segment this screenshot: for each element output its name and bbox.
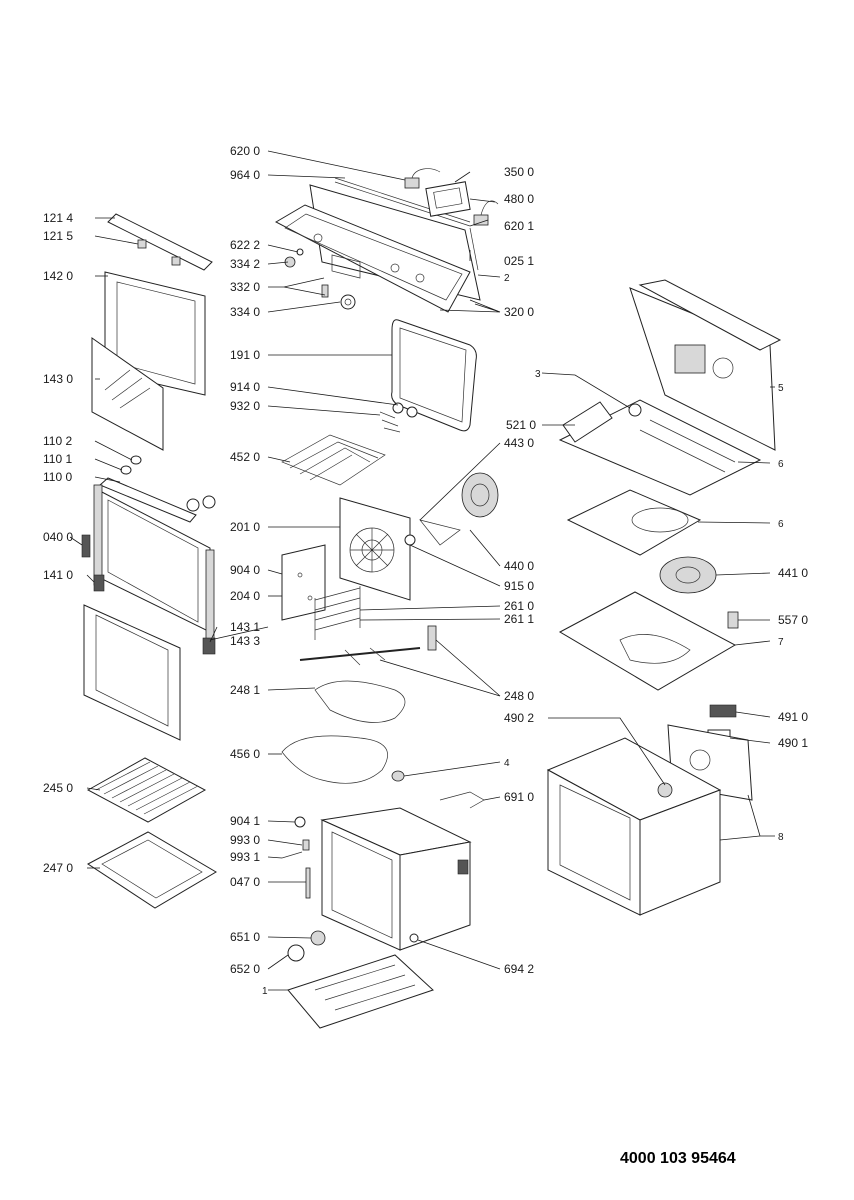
label-110-0: 110 0 <box>43 470 72 484</box>
label-620-0: 620 0 <box>230 144 260 158</box>
label-320-0: 320 0 <box>504 305 534 319</box>
label-441-0: 441 0 <box>778 566 808 580</box>
leader-lines <box>69 150 775 991</box>
oven-cavity <box>281 807 472 1029</box>
label-651-0: 651 0 <box>230 930 260 944</box>
label-904-0: 904 0 <box>230 563 260 577</box>
label-622-2: 622 2 <box>230 238 260 252</box>
label-452-0: 452 0 <box>230 450 260 464</box>
label-334-0: 334 0 <box>230 305 260 319</box>
label-110-1: 110 1 <box>43 452 72 466</box>
label-993-1: 993 1 <box>230 850 260 864</box>
control-panel-assembly <box>274 168 499 313</box>
label-932-0: 932 0 <box>230 399 260 413</box>
label-691-0: 691 0 <box>504 790 534 804</box>
label-261-1: 261 1 <box>504 612 534 626</box>
label-248-1: 248 1 <box>230 683 260 697</box>
rack-and-tray <box>86 757 217 909</box>
label-8: 8 <box>778 832 784 843</box>
label-334-2: 334 2 <box>230 257 260 271</box>
label-143-0: 143 0 <box>43 372 73 386</box>
label-904-1: 904 1 <box>230 814 260 828</box>
label-914-0: 914 0 <box>230 380 260 394</box>
document-number: 4000 103 95464 <box>620 1150 736 1167</box>
label-964-0: 964 0 <box>230 168 260 182</box>
label-490-2: 490 2 <box>504 711 534 725</box>
label-490-1: 490 1 <box>778 736 808 750</box>
label-047-0: 047 0 <box>230 875 260 889</box>
label-652-0: 652 0 <box>230 962 260 976</box>
label-025-1: 025 1 <box>504 254 534 268</box>
label-143-1: 143 1 <box>230 620 260 634</box>
label-443-0: 443 0 <box>504 436 534 450</box>
label-993-0: 993 0 <box>230 833 260 847</box>
label-040-0: 040 0 <box>43 530 73 544</box>
door-assembly <box>81 213 216 741</box>
label-521-0: 521 0 <box>506 418 536 432</box>
label-491-0: 491 0 <box>778 710 808 724</box>
outer-casing-parts <box>546 279 782 916</box>
label-191-0: 191 0 <box>230 348 260 362</box>
label-121-5: 121 5 <box>43 229 73 243</box>
label-456-0: 456 0 <box>230 747 260 761</box>
label-7: 7 <box>778 637 784 648</box>
label-6-mid: 6 <box>778 519 784 530</box>
part-labels: 620 0 964 0 121 4 121 5 350 0 480 0 620 … <box>43 144 808 997</box>
label-557-0: 557 0 <box>778 613 808 627</box>
label-261-0: 261 0 <box>504 599 534 613</box>
label-6-top: 6 <box>778 459 784 470</box>
label-1: 1 <box>262 986 268 997</box>
label-143-3: 143 3 <box>230 634 260 648</box>
label-4: 4 <box>504 758 510 769</box>
label-121-4: 121 4 <box>43 211 73 225</box>
label-350-0: 350 0 <box>504 165 534 179</box>
label-3: 3 <box>535 369 541 380</box>
label-141-0: 141 0 <box>43 568 73 582</box>
label-620-1: 620 1 <box>504 219 534 233</box>
label-915-0: 915 0 <box>504 579 534 593</box>
label-248-0: 248 0 <box>504 689 534 703</box>
label-2: 2 <box>504 273 510 284</box>
label-201-0: 201 0 <box>230 520 260 534</box>
label-5: 5 <box>778 383 784 394</box>
label-204-0: 204 0 <box>230 589 260 603</box>
label-440-0: 440 0 <box>504 559 534 573</box>
label-480-0: 480 0 <box>504 192 534 206</box>
label-142-0: 142 0 <box>43 269 73 283</box>
oven-internal-parts <box>281 319 499 809</box>
label-247-0: 247 0 <box>43 861 73 875</box>
label-110-2: 110 2 <box>43 434 72 448</box>
label-332-0: 332 0 <box>230 280 260 294</box>
label-694-2: 694 2 <box>504 962 534 976</box>
label-245-0: 245 0 <box>43 781 73 795</box>
